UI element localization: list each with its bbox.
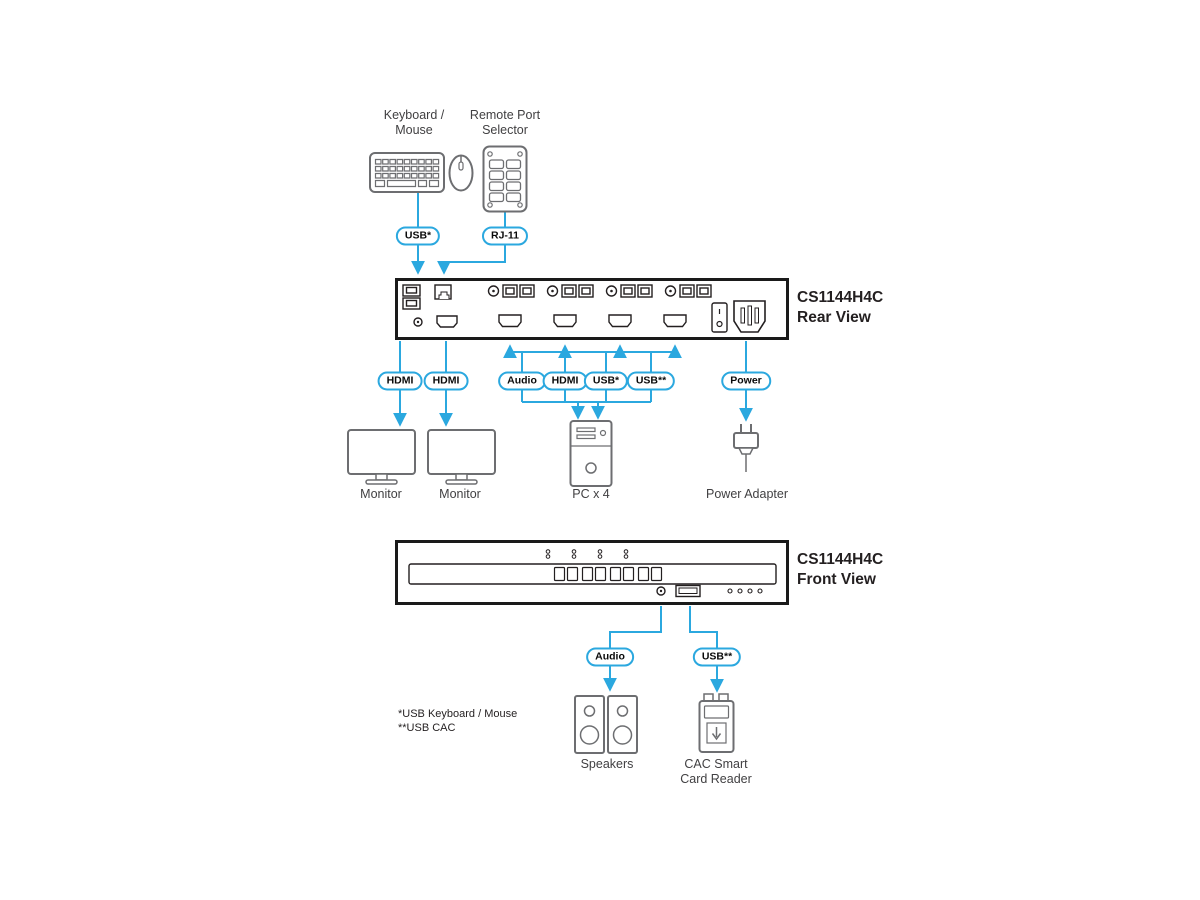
front-view-title-view: Front View [797, 571, 876, 588]
front-view-title: CS1144H4C Front View [797, 550, 883, 590]
power-adapter-label: Power Adapter [706, 487, 788, 501]
front-view-title-model: CS1144H4C [797, 551, 884, 568]
pc-label: PC x 4 [572, 487, 610, 501]
power-badge: Power [721, 371, 771, 391]
audio-badge-rear: Audio [498, 371, 546, 391]
keyboard-icon [369, 152, 445, 193]
pc-tower-icon [569, 420, 613, 487]
monitor-icon-right [427, 429, 496, 485]
usb-badge-top: USB* [395, 226, 441, 246]
cac-reader-label-line1: CAC Smart [684, 757, 748, 771]
hdmi-badge-pc: HDMI [542, 371, 588, 391]
remote-selector-label-line2: Selector [482, 123, 528, 137]
cac-reader-label-line2: Card Reader [680, 772, 752, 786]
rear-view-title: CS1144H4C Rear View [797, 288, 883, 328]
footnotes: *USB Keyboard / Mouse **USB CAC [398, 707, 517, 735]
rear-view-title-model: CS1144H4C [797, 289, 884, 306]
usb-badge-pc: USB* [583, 371, 629, 391]
speakers-label: Speakers [580, 757, 634, 771]
monitor-icon-left [347, 429, 416, 485]
front-panel-device [395, 540, 789, 605]
remote-selector-label-line1: Remote Port [469, 108, 541, 122]
speakers-icon [574, 695, 638, 754]
rear-view-title-view: Rear View [797, 309, 871, 326]
power-adapter-icon [733, 424, 759, 472]
rj11-badge: RJ-11 [481, 226, 529, 246]
mouse-icon [448, 154, 474, 192]
monitor-right-label: Monitor [439, 487, 481, 501]
monitor-left-label: Monitor [360, 487, 402, 501]
hdmi-badge-monitor-right: HDMI [423, 371, 469, 391]
audio-badge-front: Audio [586, 647, 634, 667]
remote-port-selector-icon [482, 145, 528, 213]
footnote-usb-keyboard-mouse: *USB Keyboard / Mouse [398, 708, 518, 720]
remote-port-selector-label: Remote Port Selector [470, 108, 540, 138]
keyboard-mouse-label-line2: Mouse [395, 123, 433, 137]
cac-card-reader-icon [698, 693, 735, 753]
usb-cac-badge-pc: USB** [626, 371, 676, 391]
hdmi-badge-monitor-left: HDMI [377, 371, 423, 391]
keyboard-mouse-label: Keyboard / Mouse [384, 108, 444, 138]
keyboard-mouse-label-line1: Keyboard / [383, 108, 445, 122]
footnote-usb-cac: **USB CAC [398, 722, 456, 734]
cac-reader-label: CAC Smart Card Reader [680, 757, 752, 787]
usb-badge-front: USB** [692, 647, 742, 667]
rear-panel-device [395, 278, 789, 340]
